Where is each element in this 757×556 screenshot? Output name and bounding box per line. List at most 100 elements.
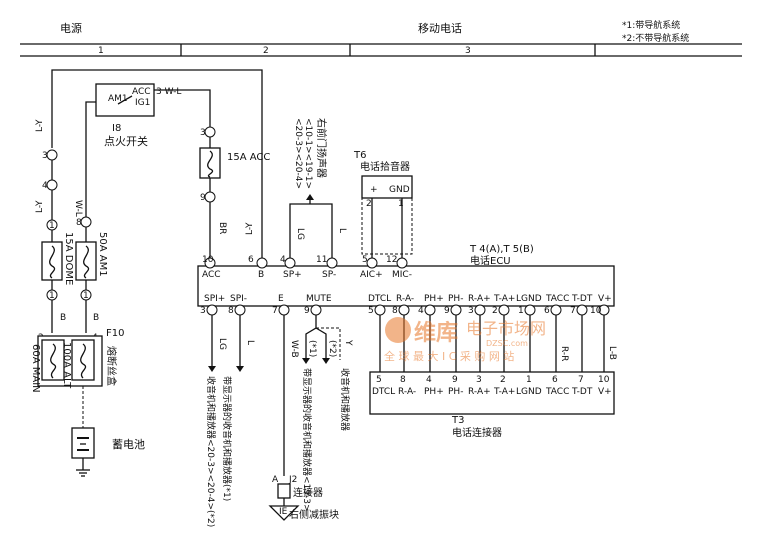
pin-1-dome-bottom: 1 (49, 291, 55, 301)
wire-label-spi-l: L (245, 340, 255, 345)
fuse-alt-label: 100A ALT (61, 342, 72, 389)
svg-text:6: 6 (248, 255, 254, 265)
svg-text:TACC: TACC (545, 294, 569, 304)
svg-text:AIC+: AIC+ (360, 270, 383, 280)
svg-text:4: 4 (426, 375, 432, 385)
ignition-switch: ACC AM1 IG1 3 W-L I8 点火开关 (85, 83, 211, 222)
mic-pin-2: 2 (366, 199, 372, 209)
fuse-box-f10: 60A MAIN 100A ALT F10 熔断丝盒 (30, 328, 124, 428)
col-number-3: 3 (465, 46, 471, 56)
svg-text:9: 9 (304, 306, 310, 316)
ecu-bottom-pin: V+ 10 (590, 294, 612, 316)
svg-text:2: 2 (492, 306, 498, 316)
svg-text:12: 12 (386, 255, 397, 265)
wire-label-br: BR (217, 222, 227, 234)
wire-label-ly-upper: L-Y (35, 119, 45, 132)
ecu-top-pin: 11 SP- (316, 255, 338, 280)
fuse-main-label: 60A MAIN (30, 344, 41, 393)
speaker-name: 右前门扬声器 (315, 118, 328, 178)
mic-gnd-label: GND (389, 185, 410, 195)
ecu-top-pin: 5 AIC+ (360, 255, 383, 280)
svg-text:6: 6 (552, 375, 558, 385)
svg-text:ACC: ACC (202, 270, 221, 280)
svg-text:MUTE: MUTE (306, 294, 332, 304)
header: 电源 移动电话 *1:带导航系统 *2:不带导航系统 1 2 3 (20, 19, 742, 57)
pin-1-am1-bottom: 1 (83, 291, 89, 301)
wire-label-wb: W-B (289, 340, 299, 358)
speaker-branch: 右前门扬声器 <10-1><19-1> <20-3><20-4> LG L (289, 118, 347, 258)
t3-pin: 2T-A+ (493, 375, 515, 397)
speaker-seq-1: <10-1><19-1> (303, 118, 313, 189)
svg-text:V+: V+ (598, 387, 612, 397)
ignition-name: 点火开关 (104, 134, 148, 148)
pin-3-acc: 3 (200, 128, 206, 138)
svg-text:T-DT: T-DT (571, 387, 593, 397)
svg-text:TACC: TACC (545, 387, 569, 397)
mic-name: 电话拾音器 (360, 160, 410, 173)
svg-text:PH+: PH+ (424, 294, 444, 304)
ecu-bottom-pin: T-DT 7 (570, 294, 593, 316)
t3-pin: 8R-A- (398, 375, 416, 397)
ground-connector-label: 连接器 (293, 486, 323, 499)
svg-text:T-A+: T-A+ (493, 294, 515, 304)
svg-text:1: 1 (526, 375, 532, 385)
wire-label-mute-star2: (*2) (327, 340, 337, 357)
svg-text:5: 5 (376, 375, 382, 385)
ground-ref: J2 (288, 475, 297, 485)
svg-text:PH-: PH- (448, 294, 463, 304)
microphone: T6 电话拾音器 + GND 2 1 (353, 150, 413, 258)
svg-text:PH-: PH- (448, 387, 463, 397)
ignition-ref: I8 (112, 123, 121, 134)
fuse-am1-label: 50A AM1 (97, 232, 108, 277)
note-radio-display-mute: 带显示器的收音机和播放器<19-3> (301, 368, 313, 512)
telephone-ecu: T 4(A),T 5(B) 电话ECU 10 ACC 6 B 4 SP+ 11 … (197, 244, 615, 316)
mic-ref: T6 (353, 150, 366, 161)
ground-name: 右侧减振块 (289, 508, 339, 521)
svg-text:4: 4 (418, 306, 424, 316)
fuse-am1-box (75, 241, 97, 281)
note-1: *1:带导航系统 (622, 19, 680, 31)
wire-label-b-right: B (93, 313, 99, 323)
svg-text:8: 8 (392, 306, 398, 316)
ignition-acc-label: ACC (132, 87, 151, 97)
svg-text:E: E (278, 294, 284, 304)
ground-ie-label: IE (279, 507, 288, 517)
svg-text:9: 9 (444, 306, 450, 316)
ecu-bottom-pin: SPI- 8 (228, 294, 247, 316)
ignition-out-label: 3 W-L (156, 87, 181, 97)
svg-text:1: 1 (518, 306, 524, 316)
col-number-1: 1 (98, 46, 104, 56)
ecu-bottom-pin: E 7 (272, 294, 290, 316)
svg-text:R-A-: R-A- (398, 387, 416, 397)
wire-label-ly-mid: L-Y (35, 200, 45, 213)
t3-pin: 9PH- (448, 375, 463, 397)
svg-text:7: 7 (570, 306, 576, 316)
note-radio-with-display: 带显示器的收音机和播放器(*1) (221, 376, 233, 501)
svg-text:T-A+: T-A+ (493, 387, 515, 397)
t3-pin: 4PH+ (424, 375, 444, 397)
fuse-box-ref: F10 (106, 328, 124, 339)
watermark-slogan: 全 球 最 大 I C 采 购 网 站 (384, 349, 514, 363)
svg-text:T-DT: T-DT (571, 294, 593, 304)
ecu-top-pin: 12 MIC- (386, 255, 412, 280)
fuse-acc-label: 15A ACC (227, 152, 270, 163)
t3-ref: T3 (451, 415, 464, 426)
ecu-ref: T 4(A),T 5(B) (469, 244, 534, 255)
section-power-label: 电源 (60, 21, 82, 35)
ly-feed-wire: L-Y L-Y (35, 69, 263, 258)
svg-text:R-A-: R-A- (396, 294, 414, 304)
svg-text:10: 10 (590, 306, 602, 316)
watermark: 维库 电子市场网 DZSC.com 全 球 最 大 I C 采 购 网 站 (384, 317, 546, 363)
wire-label-rr: R-R (559, 346, 569, 361)
watermark-site: DZSC.com (486, 339, 528, 348)
fuse-dome-box (41, 241, 63, 281)
note-2: *2:不带导航系统 (622, 32, 689, 44)
mic-shield (361, 197, 413, 255)
ecu-top-pin: 6 B (248, 255, 268, 280)
pin-4-left: 4 (42, 181, 48, 191)
fuse-box-name: 熔断丝盒 (105, 346, 118, 386)
svg-text:DTCL: DTCL (372, 387, 395, 397)
battery: 蓄电池 (71, 427, 145, 477)
